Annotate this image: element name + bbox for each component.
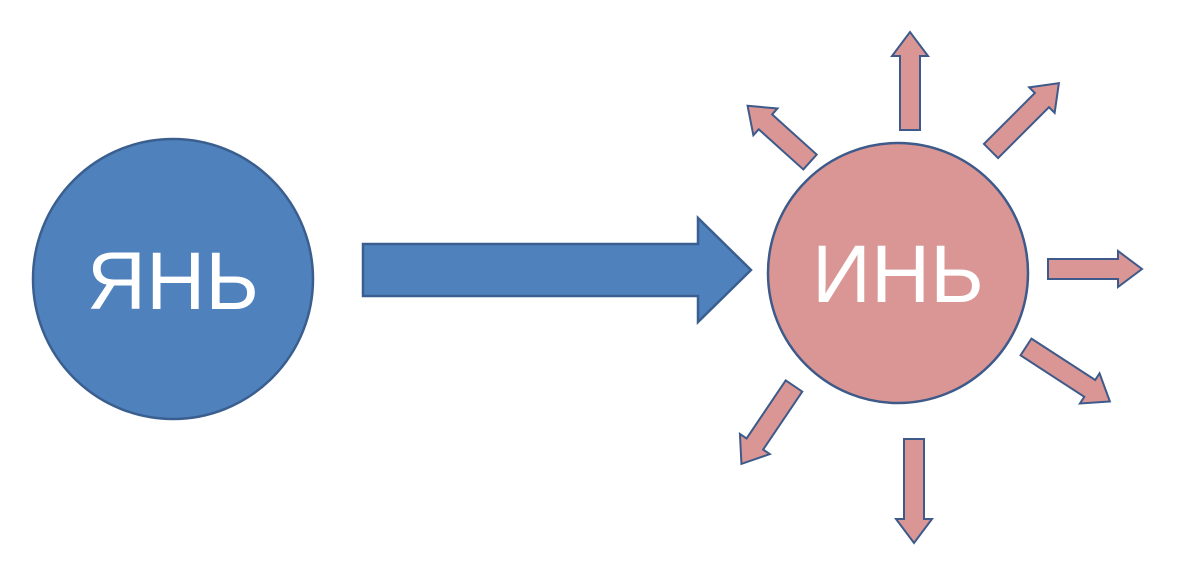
yin-node: ИНЬ — [766, 141, 1030, 405]
yang-node: ЯНЬ — [31, 137, 315, 421]
ray-arrow-up-left — [746, 104, 819, 171]
ray-arrow-up-right — [982, 81, 1061, 160]
yin-label: ИНЬ — [812, 229, 984, 320]
yin-circle — [766, 141, 1030, 405]
yang-label: ЯНЬ — [87, 236, 259, 327]
ray-arrow-down-left — [738, 379, 804, 466]
ray-arrow-down — [894, 438, 934, 545]
rays-group — [738, 30, 1144, 545]
main-arrow — [361, 215, 753, 325]
ray-arrow-right — [1047, 249, 1144, 289]
ray-arrow-up — [890, 30, 930, 131]
ray-arrow-down-right — [1019, 337, 1112, 405]
yang-circle — [31, 137, 315, 421]
